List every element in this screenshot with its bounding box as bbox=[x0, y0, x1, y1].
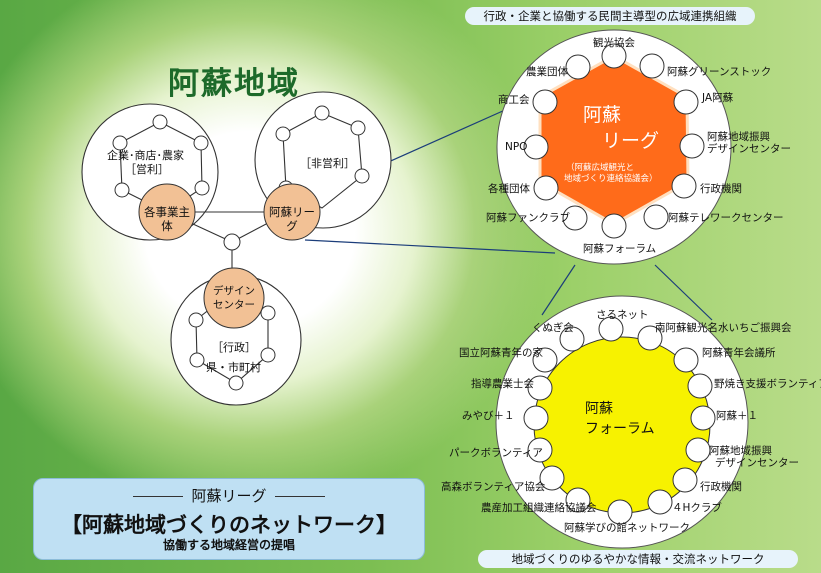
government-label: ［行政］ bbox=[212, 341, 256, 354]
page-title: 阿蘇地域 bbox=[168, 66, 300, 102]
design-node-label-1: デザイン bbox=[213, 285, 255, 297]
hub-node bbox=[223, 233, 241, 251]
link-cluster-to-forum-left bbox=[541, 264, 576, 316]
league-subtitle-2: 地域づくり連絡協議会） bbox=[564, 174, 658, 184]
league-node bbox=[263, 183, 321, 241]
league-member-shoko: 商工会 bbox=[498, 94, 530, 106]
forum-member-design-2: デザインセンター bbox=[715, 457, 799, 469]
league-title-2: リーグ bbox=[602, 130, 660, 152]
league-member-forum: 阿蘇フォーラム bbox=[583, 243, 657, 255]
forum-member-aso1: 阿蘇＋１ bbox=[716, 410, 758, 422]
business-node bbox=[138, 183, 196, 241]
forum-member-design-1: 阿蘇地域振興 bbox=[709, 445, 772, 457]
forum-member-kokuritsu: 国立阿蘇青年の家 bbox=[459, 347, 543, 359]
forum-member-manabi: 阿蘇学びの館ネットワーク bbox=[564, 522, 690, 534]
league-member-ja: JA阿蘇 bbox=[702, 92, 734, 104]
legend-league-text: 阿蘇リーグ bbox=[191, 487, 267, 505]
forum-title-2: フォーラム bbox=[585, 421, 655, 437]
league-member-design-1: 阿蘇地域振興 bbox=[707, 131, 770, 143]
forum-member-4h: ４Hクラブ bbox=[672, 502, 722, 514]
nonprofit-label: ［非営利］ bbox=[300, 157, 355, 170]
design-node-label-2: センター bbox=[213, 299, 255, 311]
forum-member-kunugi: くぬぎ会 bbox=[532, 322, 574, 334]
league-node-label: 阿蘇リーグ bbox=[269, 205, 315, 233]
legend-line-3: 協働する地域経営の提唱 bbox=[162, 538, 295, 552]
forum-member-gyosei: 行政機関 bbox=[700, 481, 742, 493]
forum-member-kogen: 高森ボランティア協会 bbox=[441, 481, 546, 493]
left-small-nodes bbox=[112, 105, 370, 391]
bottom-banner: 地域づくりのゆるやかな情報・交流ネットワーク bbox=[478, 550, 798, 568]
forum-member-shido: 指導農業士会 bbox=[471, 378, 534, 390]
top-banner: 行政・企業と協働する民間主導型の広域連携組織 bbox=[465, 7, 755, 25]
commercial-label: 企業･商店･農家 bbox=[107, 149, 184, 162]
forum-member-seinen: 阿蘇青年会議所 bbox=[702, 347, 776, 359]
forum-member-park: パークボランティア bbox=[449, 447, 543, 459]
league-member-design-2: デザインセンター bbox=[707, 143, 791, 155]
forum-title-1: 阿蘇 bbox=[585, 401, 613, 417]
legend-line-2: 【阿蘇地域づくりのネットワーク】 bbox=[61, 513, 397, 537]
business-node-label: 各事業主体 bbox=[144, 205, 190, 233]
link-league-to-forum-edge bbox=[304, 239, 556, 254]
forum-member-nosan: 農産加工組織連絡協議会 bbox=[481, 502, 597, 514]
league-member-telework: 阿蘇テレワークセンター bbox=[668, 212, 784, 224]
league-title-1: 阿蘇 bbox=[583, 104, 622, 126]
league-member-nogyo: 農業団体 bbox=[526, 66, 568, 78]
legend-box: 阿蘇リーグ 【阿蘇地域づくりのネットワーク】 協働する地域経営の提唱 bbox=[33, 478, 425, 560]
league-member-fan: 阿蘇ファンクラブ bbox=[486, 212, 570, 224]
league-member-kakushu: 各種団体 bbox=[488, 183, 530, 195]
legend-line-1: 阿蘇リーグ bbox=[34, 485, 424, 506]
league-member-gyosei: 行政機関 bbox=[700, 183, 742, 195]
forum-member-minami: 南阿蘇観光名水いちご振興会 bbox=[655, 322, 792, 334]
league-member-green: 阿蘇グリーンストック bbox=[667, 66, 772, 78]
link-cluster-to-forum-right bbox=[654, 264, 713, 321]
left-main-nodes bbox=[138, 183, 321, 329]
government-sub-label: 県・市町村 bbox=[206, 361, 261, 374]
league-member-nodes bbox=[523, 43, 705, 239]
league-member-npo: NPO bbox=[505, 141, 528, 153]
forum-member-nodes bbox=[523, 316, 716, 525]
league-subtitle-1: （阿蘇広域観光と bbox=[566, 163, 635, 173]
forum-member-noyaki: 野焼き支援ボランティア bbox=[714, 378, 821, 390]
league-member-kanko: 観光協会 bbox=[593, 37, 635, 49]
commercial-sub-label: ［営利］ bbox=[125, 163, 169, 176]
forum-member-miyabi: みやび＋１ bbox=[462, 410, 515, 422]
forum-member-saru: さるネット bbox=[596, 309, 649, 321]
design-node bbox=[203, 267, 265, 329]
